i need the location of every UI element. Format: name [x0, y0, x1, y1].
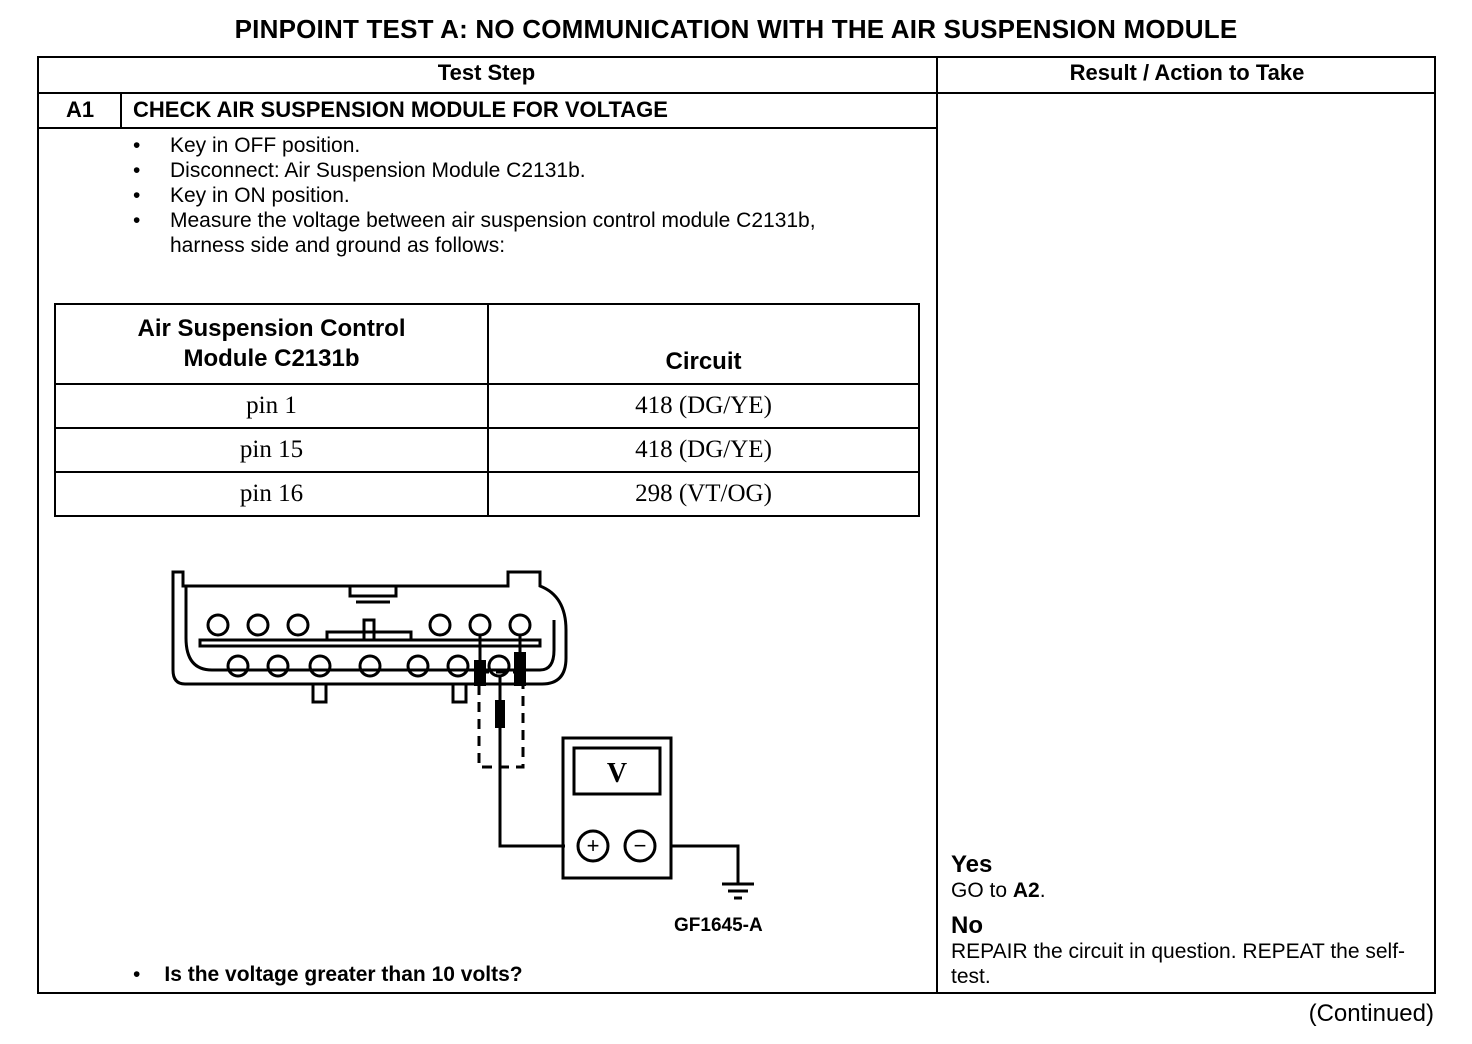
- ground-icon: [671, 844, 754, 900]
- table-row: pin 16 298 (VT/OG): [54, 471, 920, 517]
- pin-cell: pin 16: [54, 471, 489, 517]
- instruction-list: •Key in OFF position. •Disconnect: Air S…: [133, 133, 850, 258]
- test-question: •Is the voltage greater than 10 volts?: [133, 963, 523, 986]
- result-yes-action: GO to A2.: [951, 879, 1046, 902]
- test-probe-icon: [498, 676, 565, 848]
- voltage-test-diagram: V + −: [171, 570, 754, 900]
- step-id-divider: [120, 92, 122, 129]
- figure-label: GF1645-A: [674, 915, 763, 936]
- instruction-item: •Disconnect: Air Suspension Module C2131…: [133, 159, 586, 182]
- circuit-cell: 418 (DG/YE): [487, 383, 920, 429]
- column-divider: [936, 56, 938, 994]
- header-test-step: Test Step: [437, 60, 536, 85]
- continued-label: (Continued): [1308, 1000, 1434, 1027]
- step-id: A1: [65, 97, 95, 122]
- header-result-action: Result / Action to Take: [1069, 60, 1305, 85]
- pin-cell: pin 15: [54, 427, 489, 473]
- instruction-item: •Key in ON position.: [133, 184, 350, 207]
- result-no-action: REPAIR the circuit in question. REPEAT t…: [951, 940, 1406, 988]
- voltmeter-icon: [561, 736, 673, 880]
- pin-cell: pin 1: [54, 383, 489, 429]
- pin-table-header-row: Air Suspension Control Module C2131b Cir…: [54, 303, 920, 385]
- pin-column-header: Air Suspension Control Module C2131b: [54, 303, 489, 385]
- meter-display-text: V: [607, 758, 627, 789]
- connector-diagram: [171, 570, 568, 686]
- header-rule: [37, 92, 1436, 94]
- meter-minus-terminal: −: [634, 833, 647, 858]
- step-title-rule: [37, 127, 938, 129]
- result-no-label: No: [951, 912, 983, 939]
- result-yes-label: Yes: [951, 851, 993, 878]
- circuit-cell: 298 (VT/OG): [487, 471, 920, 517]
- step-title: CHECK AIR SUSPENSION MODULE FOR VOLTAGE: [133, 97, 668, 122]
- table-row: pin 15 418 (DG/YE): [54, 427, 920, 473]
- pin-circuit-table: Air Suspension Control Module C2131b Cir…: [54, 303, 920, 517]
- circuit-cell: 418 (DG/YE): [487, 427, 920, 473]
- page-title: PINPOINT TEST A: NO COMMUNICATION WITH T…: [234, 14, 1238, 44]
- table-row: pin 1 418 (DG/YE): [54, 383, 920, 429]
- meter-plus-terminal: +: [587, 833, 600, 858]
- instruction-item: •Measure the voltage between air suspens…: [133, 209, 816, 257]
- instruction-item: •Key in OFF position.: [133, 134, 361, 157]
- circuit-column-header: Circuit: [487, 303, 920, 385]
- test-table-frame: [37, 56, 1436, 994]
